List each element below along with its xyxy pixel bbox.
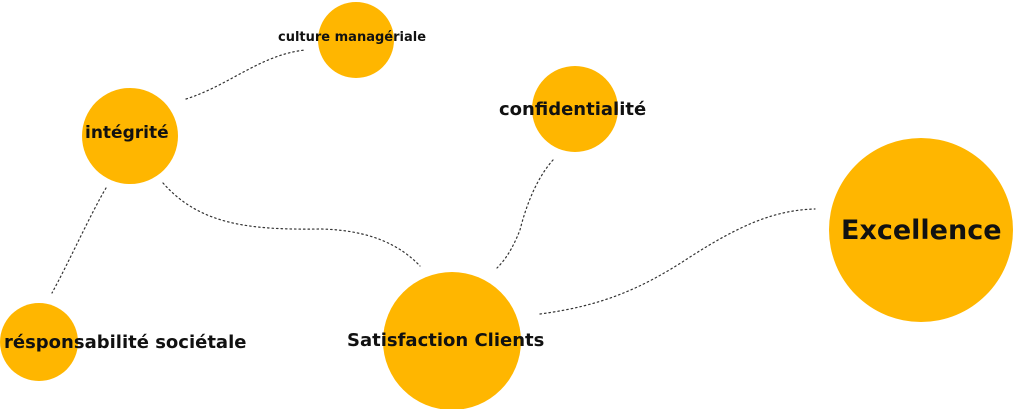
connector-satisfaction-excellence xyxy=(539,208,816,315)
connector-integrite-satisfaction xyxy=(162,182,421,267)
nodes xyxy=(0,2,1013,409)
node-label-integrite: intégrité xyxy=(85,123,169,143)
connector-integrite-responsabilite xyxy=(51,187,107,294)
connectors xyxy=(51,49,816,315)
connector-confidentialite-satisfaction xyxy=(496,159,554,269)
node-label-confidentialite: confidentialité xyxy=(499,99,647,120)
node-integrite-circle xyxy=(82,88,178,184)
node-responsabilite-societale-circle xyxy=(0,303,78,381)
node-excellence-circle xyxy=(829,138,1013,322)
node-label-responsabilite-societale: résponsabilité sociétale xyxy=(4,332,247,353)
connector-integrite-culture xyxy=(185,49,306,100)
node-label-satisfaction-clients: Satisfaction Clients xyxy=(347,330,545,351)
node-satisfaction-clients-circle xyxy=(383,272,521,409)
node-culture-manageriale-circle xyxy=(318,2,394,78)
node-confidentialite-circle xyxy=(532,66,618,152)
node-label-excellence: Excellence xyxy=(841,215,1002,246)
node-label-culture-manageriale: culture managériale xyxy=(278,30,427,45)
